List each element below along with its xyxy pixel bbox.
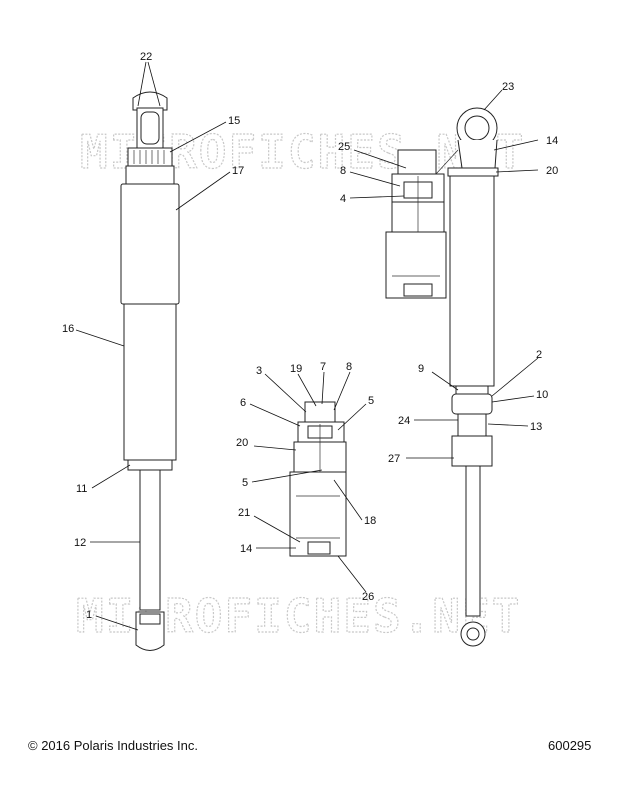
callout-20-right: 20 <box>546 165 558 177</box>
callout-24: 24 <box>398 415 410 427</box>
callout-14-right: 14 <box>546 135 558 147</box>
copyright-text: © 2016 Polaris Industries Inc. <box>28 738 198 753</box>
callout-5-upper: 5 <box>368 395 374 407</box>
upper-reservoir-detail <box>385 149 459 299</box>
callout-6: 6 <box>240 397 246 409</box>
right-shock-assembly <box>447 107 499 647</box>
callout-25: 25 <box>338 141 350 153</box>
leader-lines <box>75 61 539 631</box>
callout-18: 18 <box>364 515 376 527</box>
callout-15: 15 <box>228 115 240 127</box>
callout-17: 17 <box>232 165 244 177</box>
callout-20-center: 20 <box>236 437 248 449</box>
callout-3: 3 <box>256 365 262 377</box>
callout-1: 1 <box>86 609 92 621</box>
callout-11: 11 <box>76 483 87 495</box>
callout-26: 26 <box>362 591 374 603</box>
left-shock-assembly <box>120 91 180 651</box>
callout-9: 9 <box>418 363 424 375</box>
callout-8-center: 8 <box>346 361 352 373</box>
callout-16: 16 <box>62 323 74 335</box>
callout-13: 13 <box>530 421 542 433</box>
callout-7: 7 <box>320 361 326 373</box>
callout-22: 22 <box>140 51 152 63</box>
callout-14-center: 14 <box>240 543 252 555</box>
callout-23: 23 <box>502 81 514 93</box>
callout-19: 19 <box>290 363 302 375</box>
callout-10: 10 <box>536 389 548 401</box>
callout-2: 2 <box>536 349 542 361</box>
callout-21: 21 <box>238 507 250 519</box>
document-number: 600295 <box>548 738 592 753</box>
callout-27: 27 <box>388 453 400 465</box>
callout-4: 4 <box>340 193 346 205</box>
callout-labels: 22 15 17 16 11 12 1 23 14 20 25 8 4 9 2 … <box>62 51 558 621</box>
center-reservoir-detail <box>289 401 347 557</box>
callout-8-upper: 8 <box>340 165 346 177</box>
callout-12: 12 <box>74 537 86 549</box>
callout-5-lower: 5 <box>242 477 248 489</box>
